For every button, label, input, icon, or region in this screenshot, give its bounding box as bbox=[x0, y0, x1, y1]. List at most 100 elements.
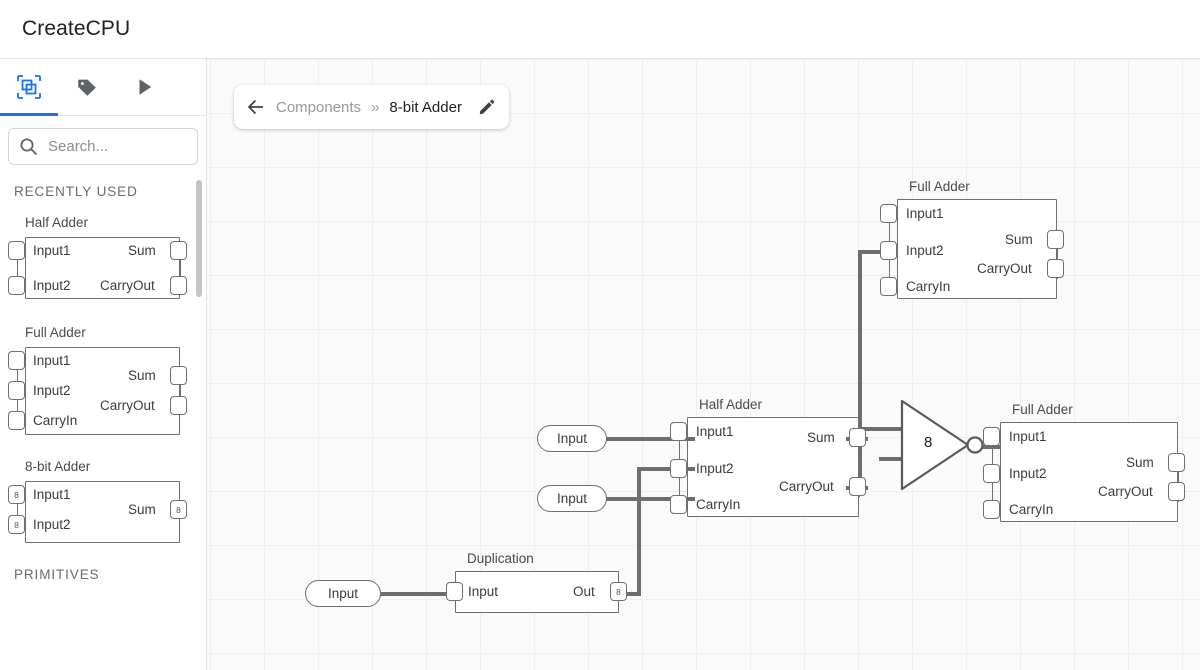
search-icon bbox=[19, 137, 38, 156]
app-title: CreateCPU bbox=[22, 17, 131, 40]
pin-input1[interactable] bbox=[8, 241, 25, 260]
wire-segment bbox=[605, 437, 695, 441]
wire-segment bbox=[858, 250, 897, 254]
pin-label: CarryIn bbox=[1009, 502, 1054, 517]
pin-input2[interactable] bbox=[880, 241, 897, 260]
wire-segment bbox=[637, 467, 641, 594]
terminal-input-b[interactable]: Input bbox=[305, 580, 381, 607]
pin-label: Input1 bbox=[33, 353, 71, 368]
pin-input1[interactable] bbox=[8, 351, 25, 370]
node-title: Half Adder bbox=[699, 397, 763, 412]
tab-components[interactable] bbox=[0, 59, 58, 116]
node-body bbox=[455, 571, 619, 613]
components-icon bbox=[17, 75, 41, 99]
pin-sum[interactable] bbox=[170, 366, 187, 385]
pin-carryin[interactable] bbox=[8, 411, 25, 430]
pin-label: Input2 bbox=[906, 243, 944, 258]
node-title: Full Adder bbox=[909, 179, 970, 194]
terminal-input-a[interactable]: Input bbox=[537, 425, 607, 452]
node-full-adder-right[interactable]: Full Adder Input1 Input2 CarryIn Sum Car… bbox=[983, 402, 1185, 522]
pin-label: CarryOut bbox=[100, 398, 155, 413]
section-title-primitives: PRIMITIVES bbox=[14, 567, 100, 582]
node-half-adder[interactable]: Half Adder Input1 Input2 CarryIn Sum Car… bbox=[670, 397, 866, 517]
library-item-full-adder[interactable]: Full Adder Input1 Input2 CarryIn Sum Car… bbox=[0, 325, 206, 435]
terminal-input-c[interactable]: Input bbox=[537, 485, 607, 512]
pin-input[interactable] bbox=[446, 582, 463, 601]
tag-icon bbox=[78, 79, 96, 96]
pin-label: Sum bbox=[1126, 455, 1154, 470]
breadcrumb-current: 8-bit Adder bbox=[389, 98, 462, 116]
tab-labels[interactable] bbox=[58, 59, 116, 115]
library-preview: 8 Input1 8 Input2 8 Sum bbox=[8, 481, 187, 543]
search-input[interactable]: Search... bbox=[8, 128, 198, 165]
pin-sum[interactable] bbox=[849, 428, 866, 447]
library-item-label: Full Adder bbox=[25, 325, 86, 340]
arrow-left-icon bbox=[248, 100, 263, 114]
pin-label: Input1 bbox=[696, 424, 734, 439]
triangle-icon bbox=[900, 399, 984, 491]
pin-label: Sum bbox=[128, 368, 156, 383]
pin-input2[interactable] bbox=[983, 464, 1000, 483]
pin-label: Sum bbox=[128, 243, 156, 258]
sidebar-scrollbar-thumb[interactable] bbox=[196, 180, 202, 297]
pin-input2[interactable] bbox=[8, 276, 25, 295]
pin-input1[interactable] bbox=[880, 204, 897, 223]
library-preview: Input1 Input2 CarryIn Sum CarryOut bbox=[8, 347, 187, 435]
wire-segment bbox=[858, 250, 862, 490]
wire-segment bbox=[858, 427, 902, 431]
schematic-canvas[interactable]: Components » 8-bit Adder bbox=[207, 59, 1200, 670]
pin-input1[interactable]: 8 bbox=[8, 485, 25, 504]
back-button[interactable] bbox=[246, 97, 266, 117]
pin-label: Sum bbox=[807, 430, 835, 445]
library-item-8bit-adder[interactable]: 8-bit Adder 8 Input1 8 Input2 8 Sum bbox=[0, 459, 206, 545]
pin-sum[interactable]: 8 bbox=[170, 500, 187, 519]
wire-segment bbox=[879, 457, 902, 461]
wire-segment bbox=[605, 497, 695, 501]
pin-carryout[interactable] bbox=[170, 276, 187, 295]
pin-carryout[interactable] bbox=[1047, 259, 1064, 278]
pin-input1[interactable] bbox=[983, 427, 1000, 446]
pin-label: CarryOut bbox=[100, 278, 155, 293]
section-title-recently-used: RECENTLY USED bbox=[14, 184, 138, 199]
pin-carryout[interactable] bbox=[849, 477, 866, 496]
pin-label: Input1 bbox=[906, 206, 944, 221]
pin-label: Input1 bbox=[33, 243, 71, 258]
sidebar-tabbar bbox=[0, 59, 206, 116]
pin-label: Out bbox=[573, 584, 595, 599]
pin-out[interactable]: 8 bbox=[610, 582, 627, 601]
pin-carryin[interactable] bbox=[670, 495, 687, 514]
tab-run[interactable] bbox=[116, 59, 174, 115]
wire-segment bbox=[637, 467, 695, 471]
pin-carryin[interactable] bbox=[983, 500, 1000, 519]
pin-carryin[interactable] bbox=[880, 277, 897, 296]
title-bar: CreateCPU bbox=[0, 0, 1200, 59]
edit-name-button[interactable] bbox=[478, 99, 495, 116]
node-duplication[interactable]: Duplication Input 8 Out bbox=[446, 551, 627, 613]
pin-label: CarryIn bbox=[906, 279, 951, 294]
pin-sum[interactable] bbox=[1168, 453, 1185, 472]
search-placeholder: Search... bbox=[48, 138, 109, 155]
merge-gate[interactable]: 8 bbox=[900, 399, 985, 491]
pin-sum[interactable] bbox=[1047, 230, 1064, 249]
pin-input2[interactable] bbox=[8, 381, 25, 400]
pin-input2[interactable]: 8 bbox=[8, 515, 25, 534]
pin-label: CarryIn bbox=[33, 413, 78, 428]
breadcrumb-parent[interactable]: Components bbox=[276, 98, 362, 116]
pin-label: CarryOut bbox=[1098, 484, 1153, 499]
pin-label: Input1 bbox=[33, 487, 71, 502]
pencil-icon bbox=[479, 99, 495, 114]
library-item-half-adder[interactable]: Half Adder Input1 Input2 Sum CarryOut bbox=[0, 215, 206, 301]
node-body bbox=[897, 199, 1057, 299]
breadcrumb: Components » 8-bit Adder bbox=[234, 85, 509, 129]
pin-label: Sum bbox=[1005, 232, 1033, 247]
pin-input1[interactable] bbox=[670, 422, 687, 441]
pin-carryout[interactable] bbox=[1168, 482, 1185, 501]
search-container: Search... bbox=[0, 116, 206, 165]
pin-carryout[interactable] bbox=[170, 396, 187, 415]
pin-sum[interactable] bbox=[170, 241, 187, 260]
pin-link bbox=[179, 375, 181, 407]
wire-segment bbox=[377, 592, 455, 596]
node-full-adder-top[interactable]: Full Adder Input1 Input2 CarryIn Sum Car… bbox=[880, 179, 1064, 299]
pin-input2[interactable] bbox=[670, 459, 687, 478]
